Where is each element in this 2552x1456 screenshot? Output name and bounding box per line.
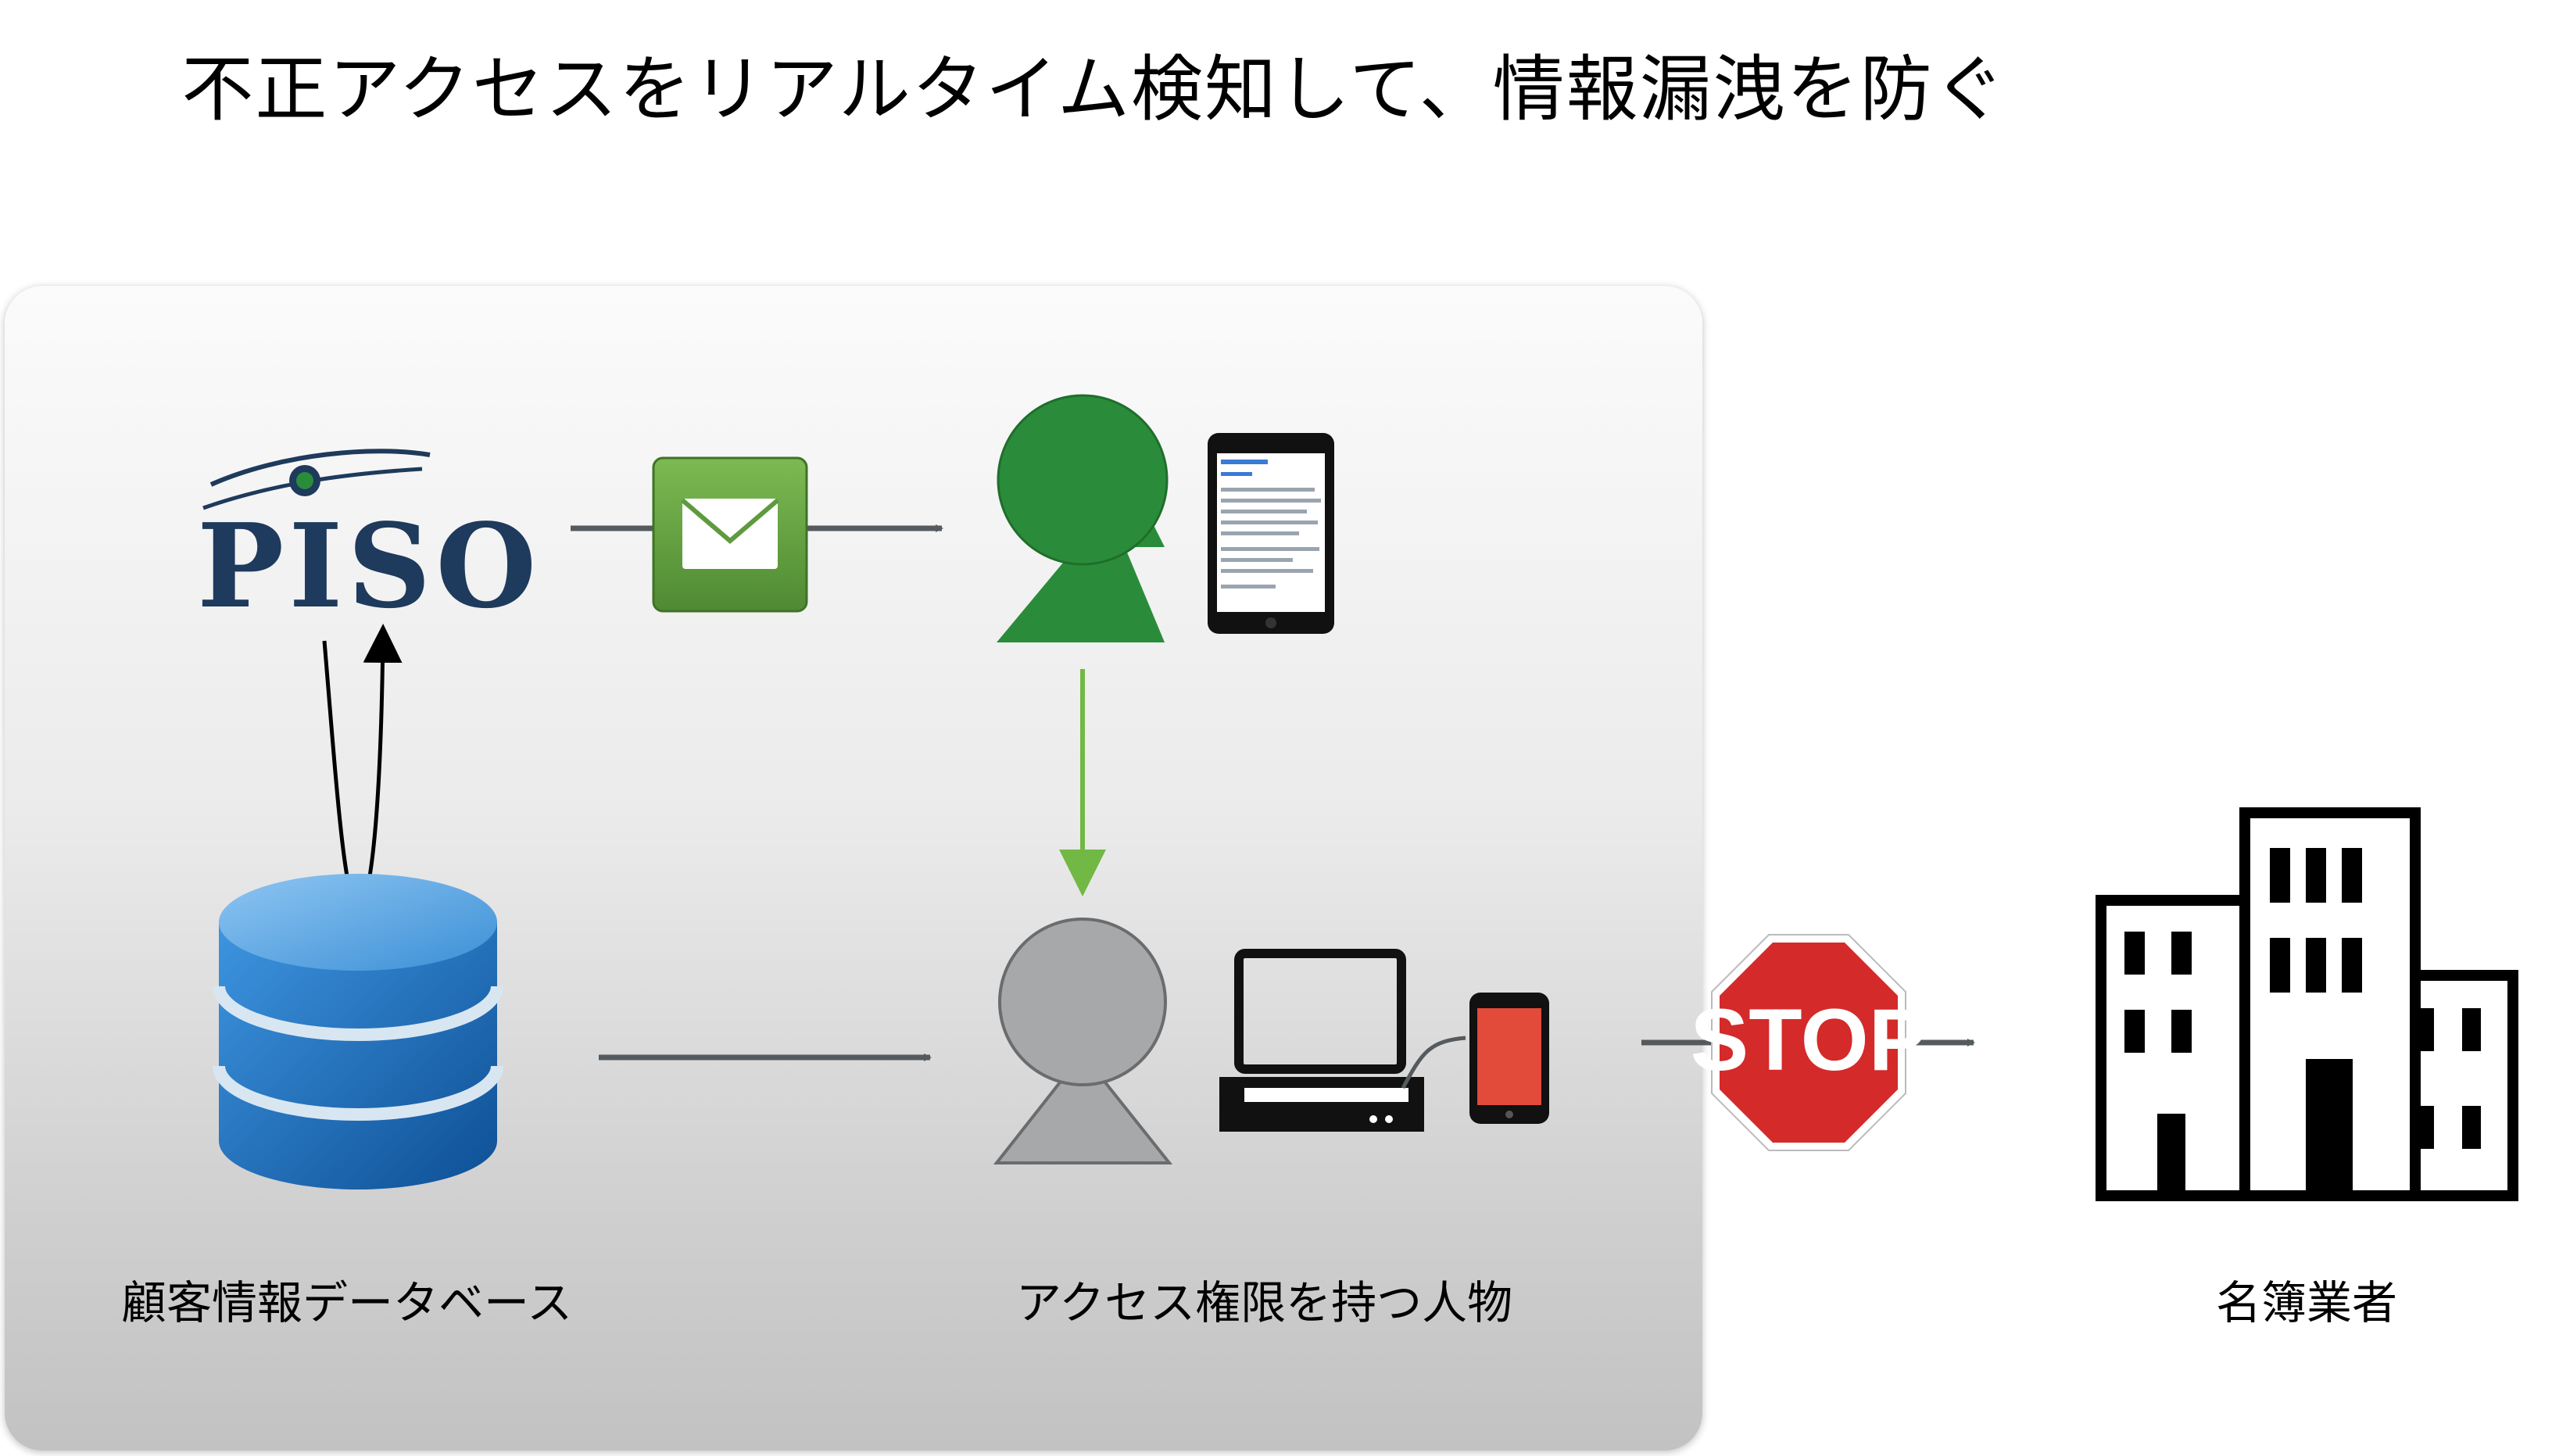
laptop-icon <box>1219 949 1424 1132</box>
insider-person-icon <box>993 918 1173 1164</box>
stop-sign-text: STOP <box>1691 991 1927 1089</box>
database-icon <box>213 874 503 1189</box>
red-phone-icon <box>1469 993 1549 1124</box>
mail-icon <box>652 456 808 613</box>
label-list-broker: 名簿業者 <box>2216 1276 2398 1329</box>
monitoring-loop-arrow <box>322 624 403 916</box>
eye-swoosh-icon <box>202 449 431 510</box>
monitored-area-panel <box>5 286 1702 1451</box>
piso-logo-text: PISO <box>197 498 542 634</box>
page-title: 不正アクセスをリアルタイム検知して、情報漏洩を防ぐ <box>181 48 2007 131</box>
stop-sign-icon: STOP <box>1691 934 1927 1151</box>
piso-logo: PISO <box>188 438 536 624</box>
smartphone-icon <box>1208 433 1334 634</box>
label-customer-database: 顧客情報データベース <box>121 1276 573 1329</box>
phone-cable <box>1401 1036 1466 1089</box>
alerted-person-icon <box>997 394 1169 642</box>
buildings-icon <box>2096 807 2518 1201</box>
label-authorized-person: アクセス権限を持つ人物 <box>1016 1276 1513 1329</box>
